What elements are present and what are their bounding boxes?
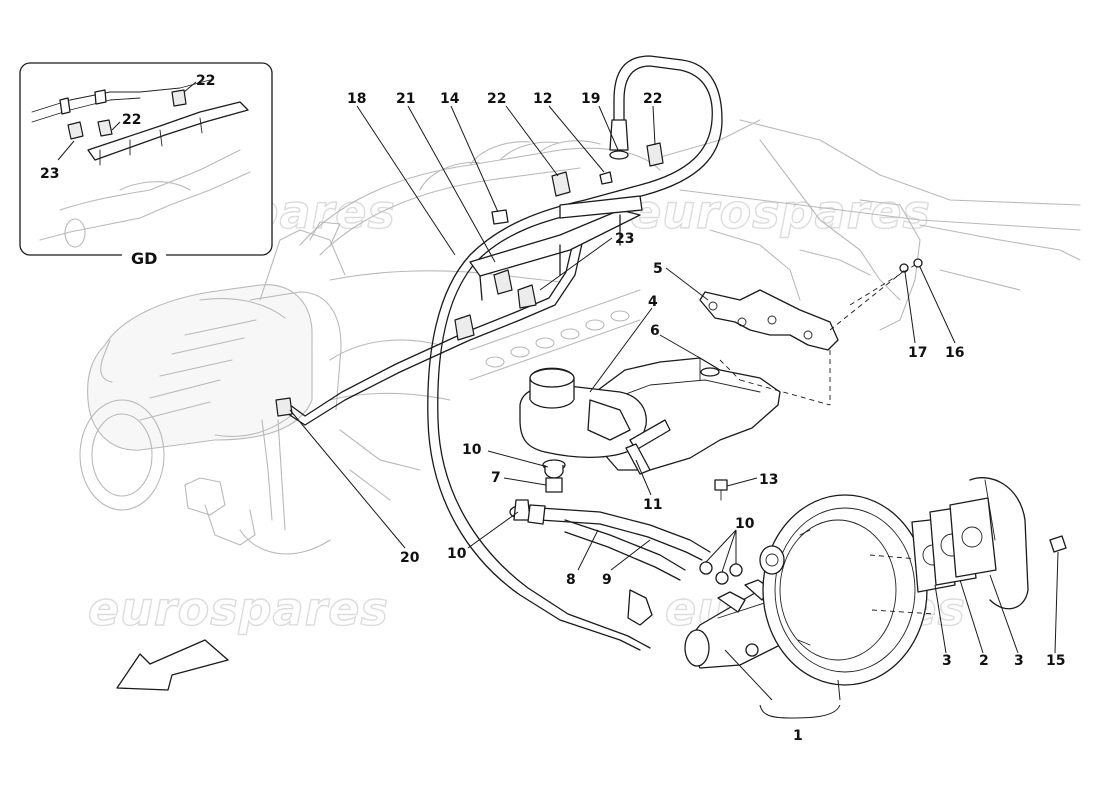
vacuum-hose-18: [427, 55, 723, 651]
callout-5: 5: [653, 261, 663, 277]
callout-10-c: 10: [735, 516, 755, 532]
leader-lines: [289, 105, 1059, 719]
nuts: [719, 258, 1067, 553]
callout-17: 17: [908, 345, 927, 361]
bracket-5: [699, 289, 839, 351]
callout-20: 20: [400, 550, 420, 566]
callout-6: 6: [650, 323, 660, 339]
callout-10-b: 10: [447, 546, 467, 562]
callout-8: 8: [566, 572, 576, 588]
callout-numbers: 18 21 14 22 12 19 22 23 5 4 6 17 16 10 7…: [347, 91, 1065, 744]
arrow-icon: [116, 639, 229, 691]
callout-2: 2: [979, 653, 989, 669]
callout-19: 19: [581, 91, 600, 107]
reservoir-4: [519, 367, 671, 458]
callout-15: 15: [1046, 653, 1065, 669]
callout-4: 4: [648, 294, 658, 310]
callout-21: 21: [396, 91, 415, 107]
callout-7: 7: [491, 470, 501, 486]
firewall-plate: [969, 477, 1029, 610]
callout-22-a: 22: [487, 91, 506, 107]
hose-20: [275, 229, 586, 426]
callout-23: 23: [615, 231, 634, 247]
watermark-3: eurospares: [88, 582, 389, 636]
callout-1: 1: [793, 728, 803, 744]
callout-gd-23: 23: [40, 166, 59, 182]
watermark-2: eurospares: [630, 185, 931, 239]
callout-18: 18: [347, 91, 366, 107]
callout-3-b: 3: [1014, 653, 1024, 669]
callout-9: 9: [602, 572, 612, 588]
callout-gd-22-mid: 22: [122, 112, 141, 128]
callout-12: 12: [533, 91, 552, 107]
callout-13: 13: [759, 472, 778, 488]
gaskets: [911, 497, 997, 593]
callout-22-b: 22: [643, 91, 662, 107]
callout-16: 16: [945, 345, 964, 361]
hoses-8-9: [527, 504, 711, 581]
callout-14: 14: [440, 91, 460, 107]
callout-3-a: 3: [942, 653, 952, 669]
bolts: [625, 443, 728, 501]
callout-gd-22-top: 22: [196, 73, 215, 89]
clips-10: [699, 561, 743, 585]
inset-label-gd: GD: [131, 249, 157, 268]
callout-11: 11: [643, 497, 662, 513]
callout-10-a: 10: [462, 442, 482, 458]
brake-booster-1: [759, 494, 936, 686]
rail-assembly: [454, 142, 664, 341]
inset-gd: 22 22 23 GD: [19, 62, 273, 268]
